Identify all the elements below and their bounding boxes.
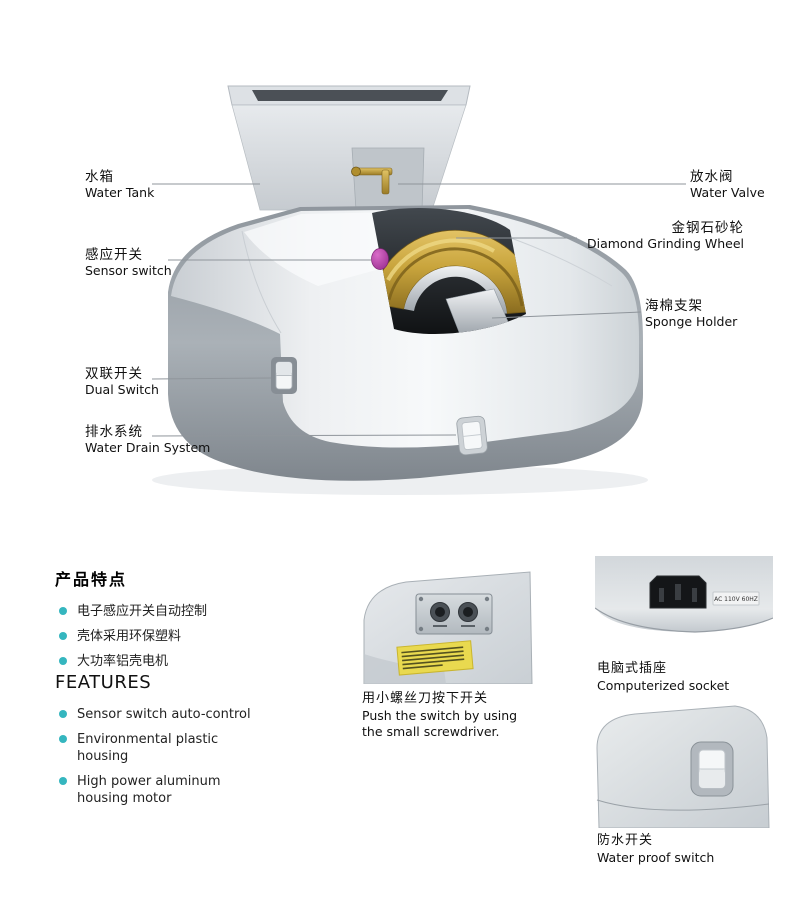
closeup-socket-image: AC 110V 60HZ	[594, 556, 774, 633]
callout-sponge-holder: 海棉支架 Sponge Holder	[645, 298, 737, 329]
feature-item: 电子感应开关自动控制	[55, 603, 207, 620]
feature-item-text: Environmental plastic housing	[77, 732, 219, 764]
closeup-socket: AC 110V 60HZ	[594, 556, 774, 642]
rating-sticker-text: AC 110V 60HZ	[714, 596, 758, 603]
feature-item: Sensor switch auto-control	[55, 706, 273, 723]
feature-item-text: 电子感应开关自动控制	[77, 604, 208, 619]
callout-water-drain: 排水系统 Water Drain System	[85, 424, 210, 455]
shoulder-crease	[241, 230, 282, 334]
water-valve-part	[351, 166, 393, 195]
callout-dual-switch-zh: 双联开关	[85, 366, 143, 382]
line-sponge-holder	[491, 311, 642, 319]
closeup-push-switch-image	[363, 571, 533, 685]
features-en-title: FEATURES	[55, 672, 152, 693]
callout-water-tank: 水箱 Water Tank	[85, 169, 154, 200]
sensor-button-part	[371, 248, 389, 270]
caption-waterproof: 防水开关 Water proof switch	[597, 832, 714, 866]
water-tank-hopper	[227, 85, 471, 211]
feature-item-text: 大功率铝壳电机	[77, 654, 169, 669]
dual-switch-part	[271, 357, 297, 394]
drain-switch-part	[456, 415, 488, 456]
callout-water-tank-en: Water Tank	[85, 185, 155, 200]
caption-push-switch: 用小螺丝刀按下开关 Push the switch by using the s…	[362, 690, 540, 740]
feature-item-text: High power aluminum housing motor	[77, 774, 221, 806]
feature-item-text: 壳体采用环保塑料	[77, 629, 182, 644]
callout-water-valve-zh: 放水阀	[690, 169, 734, 185]
callout-water-valve: 放水阀 Water Valve	[690, 169, 765, 200]
caption-socket-en: Computerized socket	[597, 678, 730, 693]
features-en: FEATURES Sensor switch auto-control Envi…	[55, 672, 273, 815]
callout-sensor-switch: 感应开关 Sensor switch	[85, 247, 172, 278]
caption-push-switch-en: Push the switch by using the small screw…	[362, 708, 518, 739]
callout-water-tank-zh: 水箱	[85, 169, 114, 185]
callout-grinding-wheel-zh: 金钢石砂轮	[671, 220, 744, 236]
bullet-icon	[59, 735, 67, 743]
wheel-opening	[372, 208, 526, 335]
closeup-waterproof-image	[596, 705, 770, 829]
switch-plate	[415, 593, 493, 635]
callout-grinding-wheel-en: Diamond Grinding Wheel	[586, 236, 744, 251]
callout-dual-switch-en: Dual Switch	[85, 382, 159, 397]
callout-water-valve-en: Water Valve	[690, 185, 765, 200]
callout-sponge-holder-zh: 海棉支架	[645, 298, 703, 314]
feature-item: 壳体采用环保塑料	[55, 628, 207, 645]
feature-item-text: Sensor switch auto-control	[77, 707, 251, 722]
closeup-push-switch	[362, 562, 534, 685]
callout-sponge-holder-en: Sponge Holder	[645, 314, 738, 329]
caption-socket: 电脑式插座 Computerized socket	[597, 660, 729, 694]
machine-illustration	[151, 85, 686, 495]
callout-water-drain-zh: 排水系统	[85, 424, 143, 440]
caption-socket-zh: 电脑式插座	[597, 661, 668, 676]
caption-waterproof-zh: 防水开关	[597, 833, 654, 848]
closeup-waterproof-switch	[595, 704, 773, 829]
callout-sensor-switch-en: Sensor switch	[85, 263, 172, 278]
line-dual-switch	[151, 377, 272, 380]
callout-lines	[151, 183, 686, 437]
bullet-icon	[59, 632, 67, 640]
bullet-icon	[59, 777, 67, 785]
feature-item: High power aluminum housing motor	[55, 773, 273, 807]
callout-dual-switch: 双联开关 Dual Switch	[85, 366, 159, 397]
iec-socket	[649, 575, 707, 609]
waterproof-rocker	[690, 741, 734, 797]
rating-sticker: AC 110V 60HZ	[712, 591, 760, 606]
bullet-icon	[59, 657, 67, 665]
feature-item: 大功率铝壳电机	[55, 653, 207, 670]
features-zh-title: 产品特点	[55, 570, 128, 589]
callout-grinding-wheel: 金钢石砂轮 Diamond Grinding Wheel	[582, 220, 744, 251]
callout-sensor-switch-zh: 感应开关	[85, 247, 143, 263]
warning-label	[396, 640, 474, 676]
bullet-icon	[59, 607, 67, 615]
feature-item: Environmental plastic housing	[55, 731, 273, 765]
tank-opening	[252, 90, 448, 101]
callout-water-drain-en: Water Drain System	[85, 440, 211, 455]
caption-push-switch-zh: 用小螺丝刀按下开关	[362, 691, 489, 706]
line-water-drain	[151, 434, 457, 437]
bullet-icon	[59, 710, 67, 718]
features-zh: 产品特点 电子感应开关自动控制 壳体采用环保塑料 大功率铝壳电机	[55, 566, 207, 678]
caption-waterproof-en: Water proof switch	[597, 850, 715, 865]
